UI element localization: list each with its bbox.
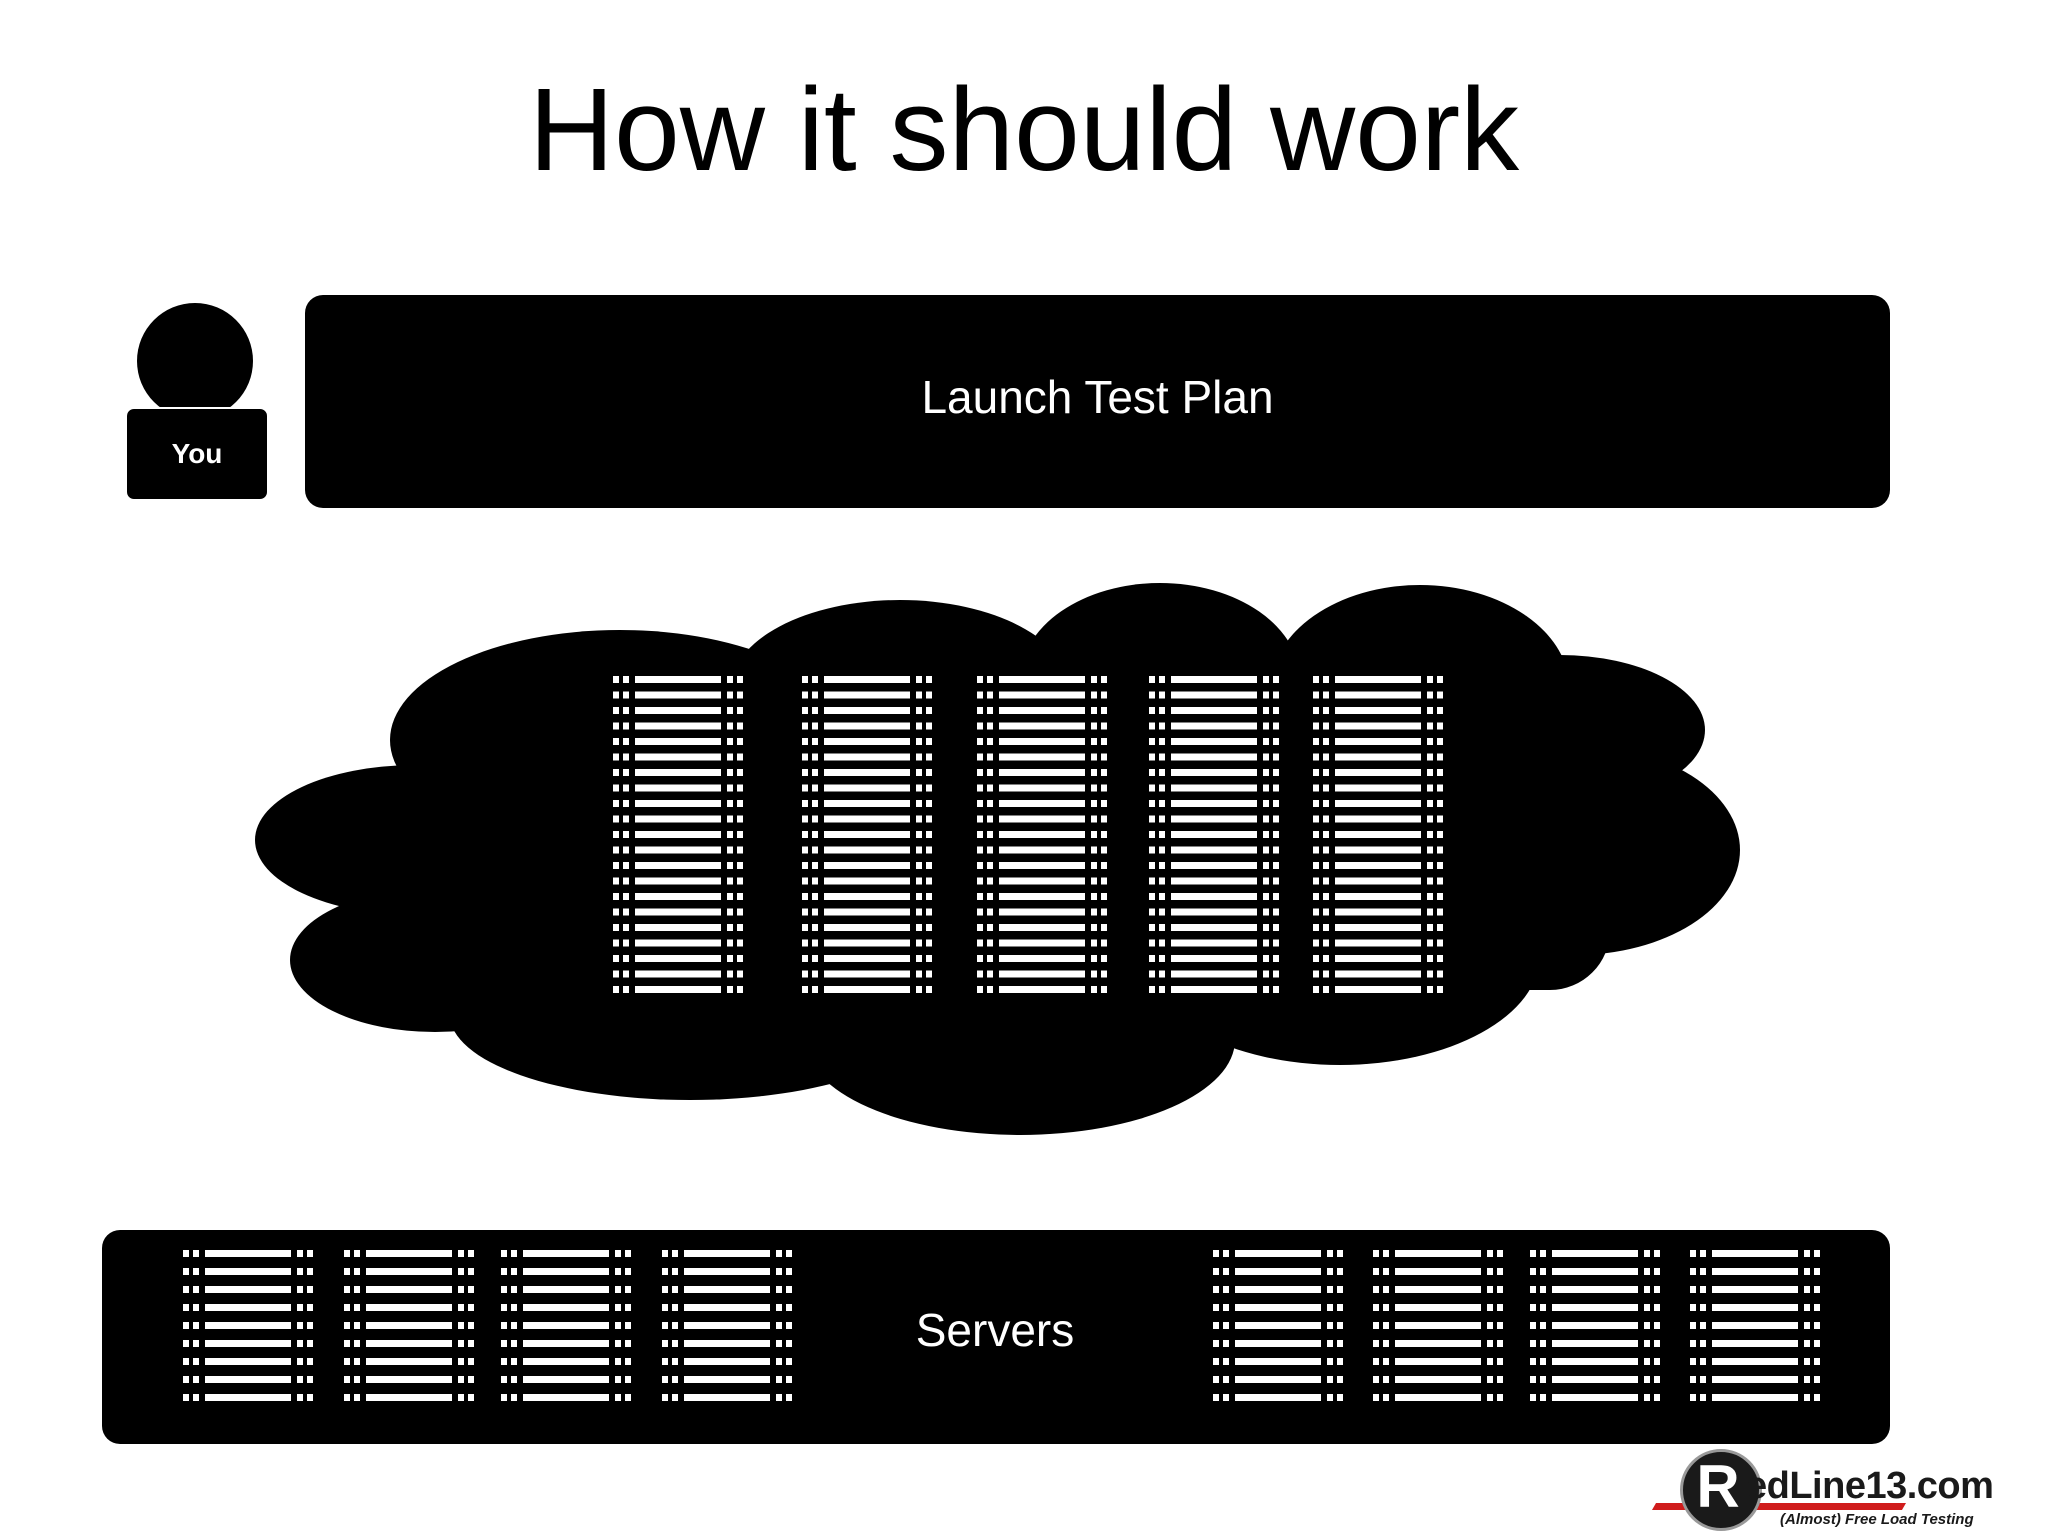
server-rack-icon xyxy=(802,676,932,993)
slide-title: How it should work xyxy=(528,64,1520,196)
servers-label: Servers xyxy=(915,1304,1075,1356)
server-rack-icon xyxy=(344,1250,474,1401)
server-rack-icon xyxy=(1690,1250,1820,1401)
server-rack-icon xyxy=(1213,1250,1343,1401)
logo-circle xyxy=(1680,1449,1762,1531)
servers-bar xyxy=(102,1230,1890,1444)
logo-tagline: (Almost) Free Load Testing xyxy=(1780,1511,1974,1528)
logo-initial: R xyxy=(1696,1453,1740,1520)
server-rack-icon xyxy=(613,676,743,993)
launch-test-plan-bar: Launch Test Plan xyxy=(305,295,1890,508)
user-icon: You xyxy=(124,303,269,501)
server-rack-icon xyxy=(501,1250,631,1401)
server-rack-icon xyxy=(1530,1250,1660,1401)
servers-server-racks xyxy=(183,1250,1820,1401)
server-rack-icon xyxy=(183,1250,313,1401)
server-rack-icon xyxy=(662,1250,792,1401)
server-rack-icon xyxy=(977,676,1107,993)
server-rack-icon xyxy=(1313,676,1443,993)
user-head xyxy=(137,303,253,419)
server-rack-icon xyxy=(1149,676,1279,993)
launch-test-plan-label: Launch Test Plan xyxy=(921,370,1274,423)
user-label: You xyxy=(125,407,269,501)
cloud-server-racks xyxy=(613,676,1443,993)
redline13-logo: R edLine13.com (Almost) Free Load Testin… xyxy=(1650,1445,2048,1536)
server-rack-icon xyxy=(1373,1250,1503,1401)
logo-name: edLine13.com xyxy=(1746,1465,1994,1507)
